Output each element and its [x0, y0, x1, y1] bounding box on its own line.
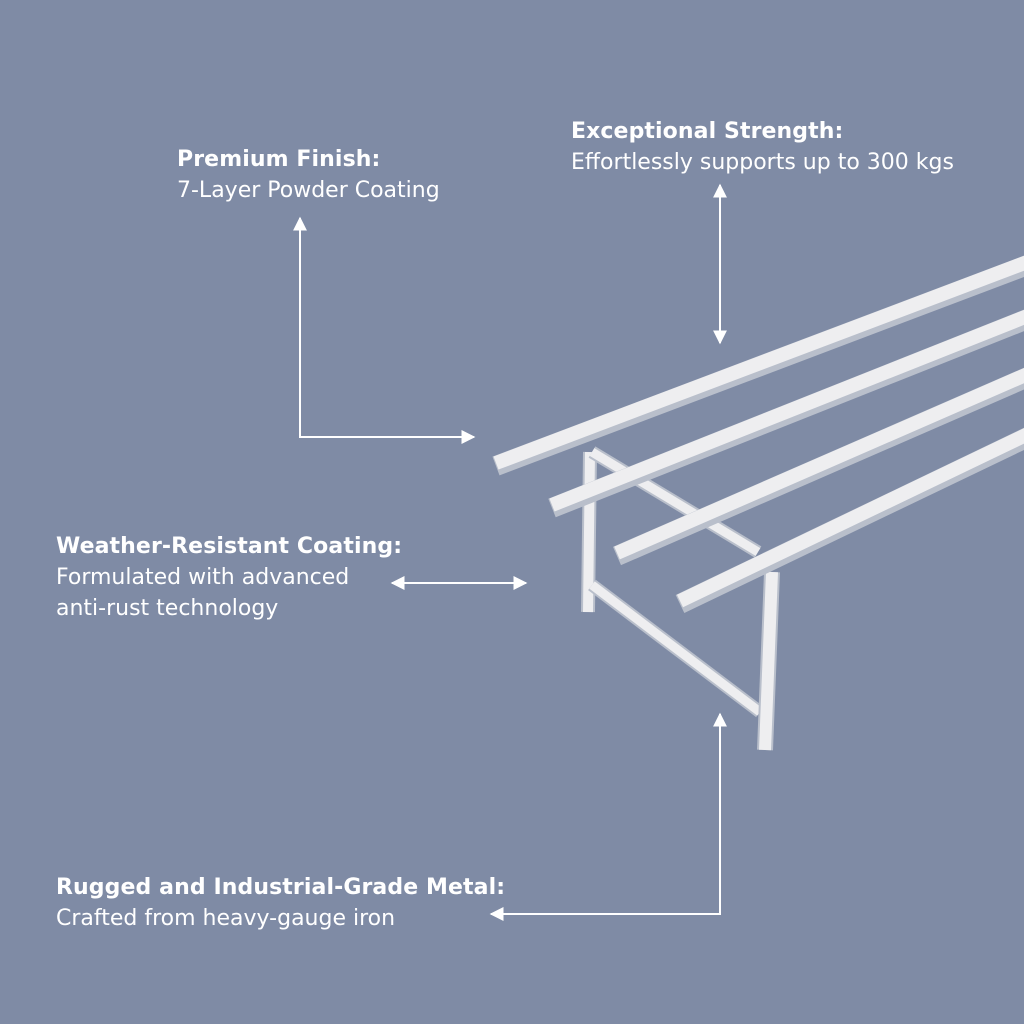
- callout-description: Effortlessly supports up to 300 kgs: [571, 149, 954, 175]
- callout-title: Exceptional Strength:: [571, 119, 844, 144]
- callout-exceptional-strength: Exceptional Strength: Effortlessly suppo…: [571, 117, 954, 179]
- rack-frame: [581, 446, 780, 751]
- callout-description: Formulated with advanced anti-rust techn…: [56, 564, 350, 621]
- callout-rugged-metal: Rugged and Industrial-Grade Metal: Craft…: [56, 873, 505, 935]
- rugged-arrow: [489, 712, 727, 921]
- callout-description: 7-Layer Powder Coating: [177, 177, 440, 203]
- callout-description: Crafted from heavy-gauge iron: [56, 905, 396, 931]
- callout-title: Weather-Resistant Coating:: [56, 534, 403, 559]
- callout-premium-finish: Premium Finish: 7-Layer Powder Coating: [177, 145, 440, 207]
- pointer-arrows: [293, 183, 727, 921]
- callout-title: Premium Finish:: [177, 147, 381, 172]
- premium-arrow: [293, 216, 476, 444]
- callout-weather-resistant: Weather-Resistant Coating: Formulated wi…: [56, 532, 402, 624]
- callout-title: Rugged and Industrial-Grade Metal:: [56, 875, 506, 900]
- rack-slats: [492, 255, 1024, 614]
